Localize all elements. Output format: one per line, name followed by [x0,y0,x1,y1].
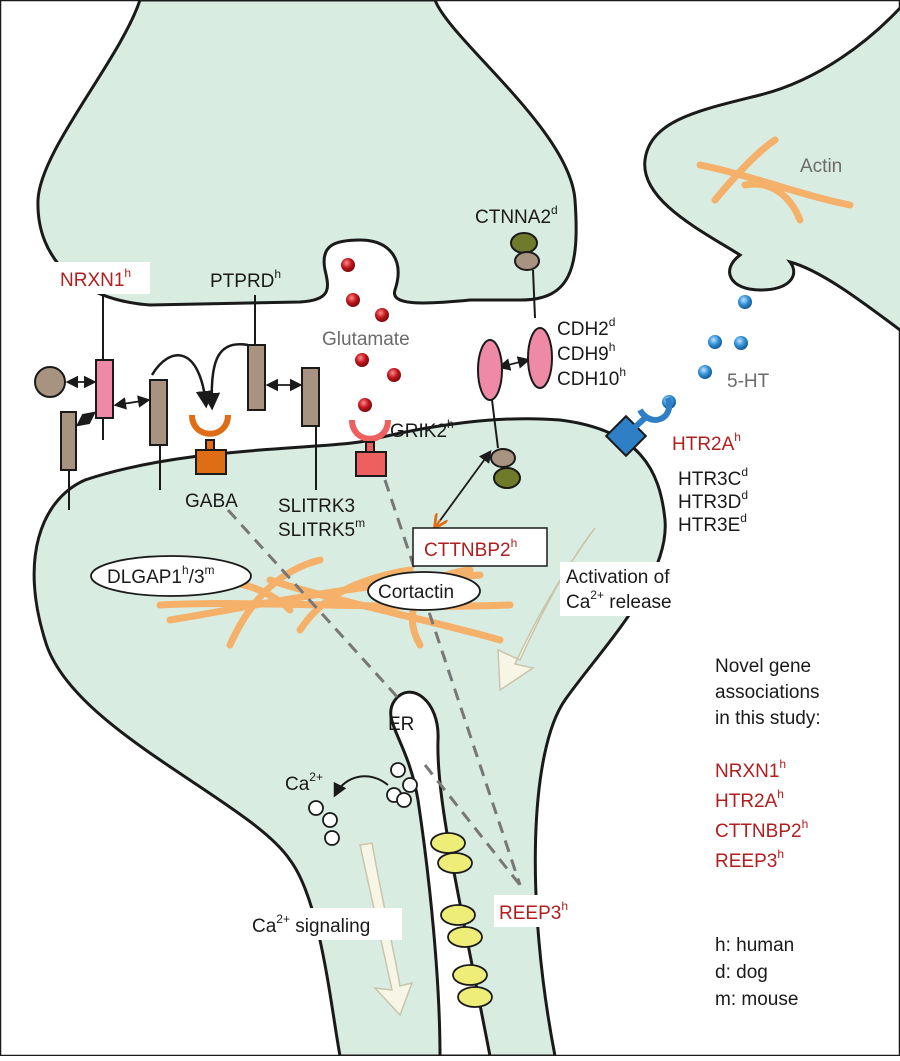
er-vesicles [430,832,493,1008]
cttnbp2-label: CTTNBP2h [424,536,517,561]
slitrk3-label: SLITRK3 [278,496,355,517]
legend-header-line-3: in this study: [715,708,821,729]
gaba-label: GABA [185,491,238,512]
legend-species-dog: d: dog [715,962,768,983]
ca-signaling-label-box [246,908,402,940]
grik2-label: GRIK2h [390,417,454,442]
cdh2-label: CDH2d [557,315,615,340]
htr2a-label: HTR2Ah [672,430,741,455]
glutamate-label: Glutamate [322,329,410,350]
dashed-signal-lines [226,479,522,886]
cadherin-complex [477,232,553,489]
legend-gene-nrxn1: NRXN1h [715,757,786,782]
activation-label-line2: Ca2+ release [566,588,672,613]
legend-gene-htr2a: HTR2Ah [715,787,784,812]
curved-arrows [150,343,249,411]
activation-label-line1: Activation of [566,567,670,588]
ctnna2-label: CTNNA2d [475,203,558,228]
ca-label: Ca2+ [285,770,323,795]
legend-gene-reep3: REEP3h [715,847,784,872]
cdh9-label: CDH9h [557,340,615,365]
presynaptic-terminal [36,0,578,307]
htr3c-label: HTR3Cd [678,465,748,490]
htr2a-label-box [667,426,767,458]
actin-filaments-presyn [696,136,854,224]
legend-header-line-1: Novel gene [715,656,811,677]
gaba-receptor [189,414,231,475]
cortactin-ellipse [367,571,481,611]
ca-signaling-label: Ca2+ signaling [252,912,370,937]
dlgap-label: DLGAP1h/3m [107,563,215,588]
ptprd-label: PTPRDh [210,267,281,292]
legend-species-human: h: human [715,935,794,956]
htr3e-label: HTR3Ed [678,511,747,536]
legend-species-mouse: m: mouse [715,989,798,1010]
legend-gene-cttnbp2: CTTNBP2h [715,817,808,842]
cttnbp2-label-box [412,527,548,567]
reep3-label: REEP3h [499,899,568,924]
serotonin-label: 5-HT [727,371,770,392]
cttnbp2-link-arrowhead [436,520,440,526]
grik2-receptor [349,419,391,477]
legend: Novel gene associations in this study: N… [715,656,821,1010]
htr3d-label: HTR3Dd [678,488,748,513]
calcium-ions [308,762,418,846]
dlgap-ellipse [90,555,252,597]
glutamate-particles [341,258,401,412]
nrxn1-label: NRXN1h [60,266,131,291]
calcium-release-arrow [333,775,389,798]
reep3-label-box [494,895,584,927]
adhesion-molecules [34,295,320,510]
serotonergic-terminal [643,6,900,332]
htr2a-receptor [604,397,673,458]
slitrk5-label: SLITRK5m [278,516,365,541]
cortactin-label: Cortactin [378,582,454,603]
er-label: ER [388,714,414,735]
activation-label-box [560,562,700,616]
legend-header-line-2: associations [715,682,820,703]
binding-arrows [65,356,531,427]
actin-label: Actin [800,156,842,177]
cdh10-label: CDH10h [557,365,626,390]
nrxn1-label-box [55,262,150,294]
